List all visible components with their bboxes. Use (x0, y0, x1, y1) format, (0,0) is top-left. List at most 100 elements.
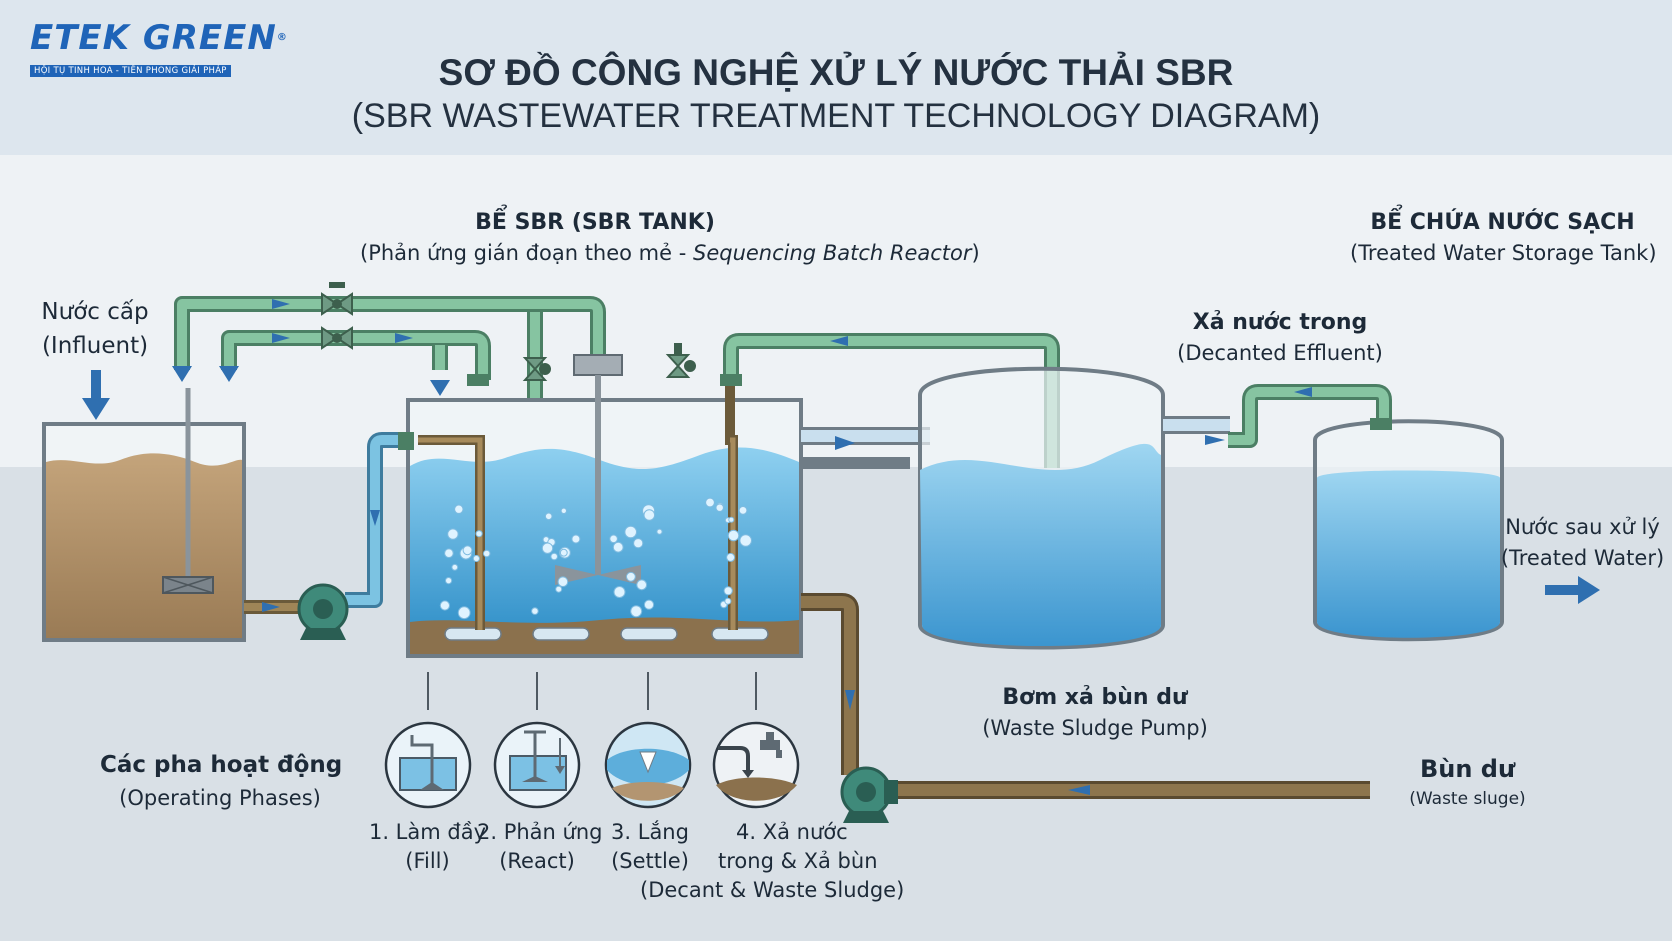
air-bubble (738, 506, 748, 515)
decant-title: Xả nước trong (1192, 310, 1368, 335)
air-bubble (560, 507, 567, 514)
air-bubble (624, 525, 638, 539)
air-bubble (559, 548, 568, 557)
air-bubble (705, 497, 715, 508)
transfer-arrow (1205, 435, 1225, 445)
storage-tank-label: BỂ CHỨA NƯỚC SẠCH (Treated Water Storage… (1350, 210, 1657, 265)
sbr-tank-subtitle: (Phản ứng gián đoạn theo mẻ - Sequencing… (360, 241, 980, 265)
air-bubble (728, 516, 735, 523)
phase-decant-icon (712, 721, 800, 809)
air-bubble (557, 576, 569, 588)
feed-pump (297, 583, 349, 640)
air-bubble (451, 563, 459, 571)
phase-decant-line2: trong & Xả bùn (718, 849, 878, 873)
phase-fill-label: 1. Làm đầy (Fill) (360, 818, 495, 876)
treated-water-arrow (1545, 576, 1600, 604)
waste-sludge-title: Bùn dư (1419, 755, 1516, 783)
phases-subtitle: (Operating Phases) (119, 786, 321, 810)
phase-settle-icon (604, 721, 692, 809)
air-bubble (457, 606, 471, 620)
sbr-tank (398, 354, 803, 658)
decant-tank (918, 366, 1165, 650)
air-bubble (630, 605, 643, 618)
sbr-subtitle-italic: Sequencing Batch Reactor (693, 241, 972, 265)
decant-arrow (830, 336, 848, 346)
phase-react-icon (493, 721, 581, 809)
air-bubble (612, 541, 624, 553)
phase-settle-line1: 3. Lắng (611, 820, 689, 844)
green-pipes-top-inner (177, 299, 603, 400)
air-bubbles (439, 497, 753, 620)
phase-decant-line1: 4. Xả nước (736, 820, 848, 844)
air-bubble (439, 600, 450, 611)
air-bubble (739, 534, 753, 547)
influent-line2: (Influent) (41, 333, 149, 359)
air-bubble (571, 534, 581, 544)
waste-sludge-pump (840, 766, 898, 823)
logo-tagline: HỘI TỤ TINH HOA - TIÊN PHONG GIẢI PHÁP (30, 65, 231, 77)
air-bubble (724, 597, 732, 605)
feed-arrow (262, 602, 280, 612)
phase-react-line1: 2. Phản ứng (477, 820, 603, 844)
influent-line1: Nước cấp (41, 299, 149, 325)
valve-icons (321, 282, 696, 381)
air-bubble (550, 552, 559, 561)
phase-connectors (427, 672, 757, 710)
decant-label: Xả nước trong (Decanted Effluent) (1160, 310, 1400, 365)
air-bubble (656, 528, 663, 535)
feed-up-arrow (370, 510, 380, 526)
sludge-pipe (801, 593, 1370, 799)
phase-settle-line2: (Settle) (611, 849, 689, 873)
sludge-down-arrow (845, 690, 855, 710)
air-bubble (445, 577, 453, 585)
phases-label: Các pha hoạt động (Operating Phases) (100, 752, 343, 810)
sbr-tank-title: BỂ SBR (SBR TANK) (475, 210, 715, 235)
air-bubble (633, 538, 644, 549)
sbr-tank-label: BỂ SBR (SBR TANK) (Phản ứng gián đoạn th… (360, 210, 980, 265)
air-bubble (715, 503, 724, 512)
logo-registered-mark: ® (276, 32, 288, 43)
treated-water-line2: (Treated Water) (1500, 546, 1665, 570)
storage-tank-subtitle: (Treated Water Storage Tank) (1350, 241, 1657, 265)
air-bubble (531, 607, 539, 615)
phase-fill-icon (384, 721, 472, 809)
air-bubble (475, 530, 483, 538)
influent-tank (42, 388, 246, 642)
air-bubble (643, 509, 656, 521)
decant-pipe (723, 333, 1060, 469)
waste-pump-title: Bơm xả bùn dư (1002, 685, 1188, 710)
influent-arrow (82, 370, 110, 420)
air-bubble (462, 545, 473, 556)
sbr-subtitle-prefix: (Phản ứng gián đoạn theo mẻ - (360, 241, 693, 265)
down-arrows-top (172, 366, 450, 396)
air-bubble (609, 534, 618, 544)
air-bubble (482, 549, 491, 558)
storage-tank (1313, 418, 1504, 642)
air-bubble (444, 548, 454, 559)
air-bubble (723, 586, 733, 596)
sludge-flow-arrow (1068, 785, 1090, 795)
air-bubble (544, 512, 553, 521)
treated-water-label: Nước sau xử lý (Treated Water) (1500, 512, 1665, 574)
storage-arrow (1294, 387, 1312, 397)
phase-fill-line1: 1. Làm đầy (368, 820, 487, 844)
decant-subtitle: (Decanted Effluent) (1177, 341, 1383, 365)
phase-react-line2: (React) (499, 849, 575, 873)
treated-water-line1: Nước sau xử lý (1505, 515, 1660, 539)
title-band (0, 0, 1672, 155)
logo-name: ETEK GREEN (30, 18, 277, 58)
air-bubble (541, 542, 554, 554)
air-bubble (726, 552, 736, 562)
air-bubble (636, 579, 648, 591)
page-subtitle: (SBR WASTEWATER TREATMENT TECHNOLOGY DIA… (351, 97, 1321, 135)
phase-decant-label: 4. Xả nước trong & Xả bùn (Decant & Wast… (640, 818, 904, 905)
feed-pipe (244, 432, 410, 614)
brand-logo: ETEK GREEN® HỘI TỤ TINH HOA - TIÊN PHONG… (30, 18, 288, 77)
phases-title: Các pha hoạt động (100, 752, 343, 778)
phase-react-label: 2. Phản ứng (React) (477, 818, 603, 876)
waste-sludge-label: Bùn dư (Waste sluge) (1385, 755, 1550, 809)
air-bubble (613, 586, 626, 598)
air-bubble (555, 585, 563, 593)
overflow-arrow (835, 436, 855, 450)
